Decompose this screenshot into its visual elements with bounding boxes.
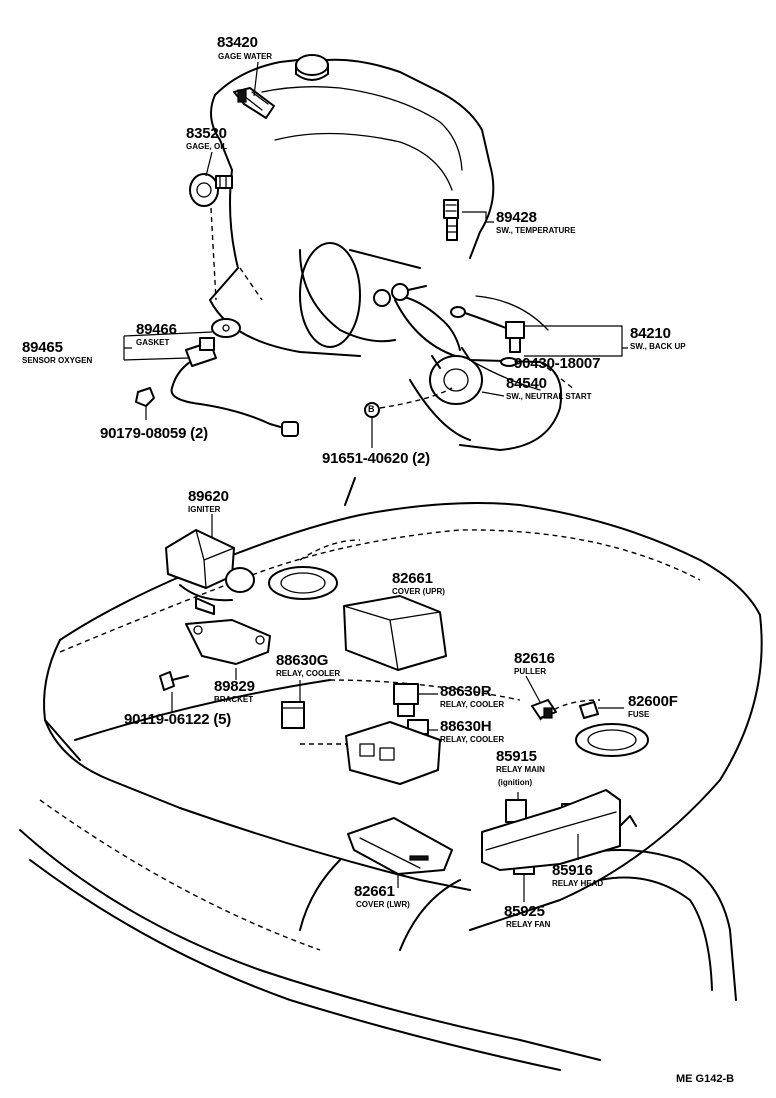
puller-part [531, 699, 557, 719]
part-number-90119: 90119-06122 (5) [124, 711, 232, 728]
diagram-code: ME G142-B [676, 1073, 735, 1085]
part-desc-89829: BRACKET [214, 695, 254, 704]
cover-lower-part [347, 817, 453, 875]
part-desc-88630g: RELAY, COOLER [276, 669, 341, 678]
bolt-90119-part [159, 671, 189, 691]
part-number-85925: 85925 [504, 903, 545, 920]
part-desc-82661-lower: COVER (LWR) [356, 900, 410, 909]
part-number-89428: 89428 [496, 209, 537, 226]
part-number-84540: 84540 [506, 375, 547, 392]
switch-back-up-part [450, 306, 525, 367]
part-number-83420: 83420 [217, 34, 258, 51]
part-number-88630g: 88630G [276, 652, 329, 669]
part-desc-84210: SW., BACK UP [630, 342, 686, 351]
gage-water-part [233, 87, 275, 119]
part-desc-85915: RELAY MAIN [496, 765, 545, 774]
part-desc-85916: RELAY HEAD [552, 879, 604, 888]
part-number-84210: 84210 [630, 325, 671, 342]
part-number-82661-lower: 82661 [354, 883, 395, 900]
part-number-88630h: 88630H [440, 718, 492, 735]
part-number-82600f: 82600F [628, 693, 678, 710]
part-number-89465: 89465 [22, 339, 63, 356]
switch-neutral-start-part [373, 283, 483, 405]
part-desc-89466: GASKET [136, 338, 170, 347]
leader-lines [123, 61, 628, 902]
part-desc-85925: RELAY FAN [506, 920, 551, 929]
note-ignition: (ignition) [498, 778, 533, 787]
part-number-88630r: 88630R [440, 683, 492, 700]
part-desc-88630r: RELAY, COOLER [440, 700, 505, 709]
part-number-89466: 89466 [136, 321, 177, 338]
igniter-part [165, 529, 255, 615]
part-desc-82600f: FUSE [628, 710, 650, 719]
part-desc-82661-upper: COVER (UPR) [392, 587, 445, 596]
sensor-oxygen-part [135, 318, 299, 437]
part-desc-89620: IGNITER [188, 505, 221, 514]
relay-cooler-r-part [393, 683, 419, 717]
part-desc-82616: PULLER [514, 667, 546, 676]
part-desc-88630h: RELAY, COOLER [440, 735, 505, 744]
part-number-83520: 83520 [186, 125, 227, 142]
part-desc-89465: SENSOR OXYGEN [22, 356, 93, 365]
relay-box-part [481, 789, 637, 871]
part-number-85916: 85916 [552, 862, 593, 879]
part-number-89829: 89829 [214, 678, 255, 695]
part-number-90430: 90430-18007 [514, 355, 601, 372]
part-number-89620: 89620 [188, 488, 229, 505]
part-number-85915: 85915 [496, 748, 537, 765]
fuse-box-part [300, 721, 441, 785]
fuse-part [579, 701, 599, 719]
part-number-82616: 82616 [514, 650, 555, 667]
part-number-91651: 91651-40620 (2) [322, 450, 430, 467]
switch-temperature-part [443, 199, 459, 241]
part-desc-83420: GAGE WATER [218, 52, 273, 61]
bolt-91651-part [364, 387, 453, 418]
part-desc-83520: GAGE, OIL [186, 142, 228, 151]
part-desc-89428: SW., TEMPERATURE [496, 226, 576, 235]
gage-oil-part [189, 173, 233, 207]
bolt-mark-label: B [368, 404, 375, 414]
relay-cooler-g-part [281, 701, 305, 729]
part-desc-84540: SW., NEUTRAL START [506, 392, 592, 401]
part-number-90179: 90179-08059 (2) [100, 425, 208, 442]
engine-block [209, 54, 576, 451]
part-number-82661-upper: 82661 [392, 570, 433, 587]
cover-upper-part [343, 595, 447, 671]
bracket-part [185, 619, 271, 665]
